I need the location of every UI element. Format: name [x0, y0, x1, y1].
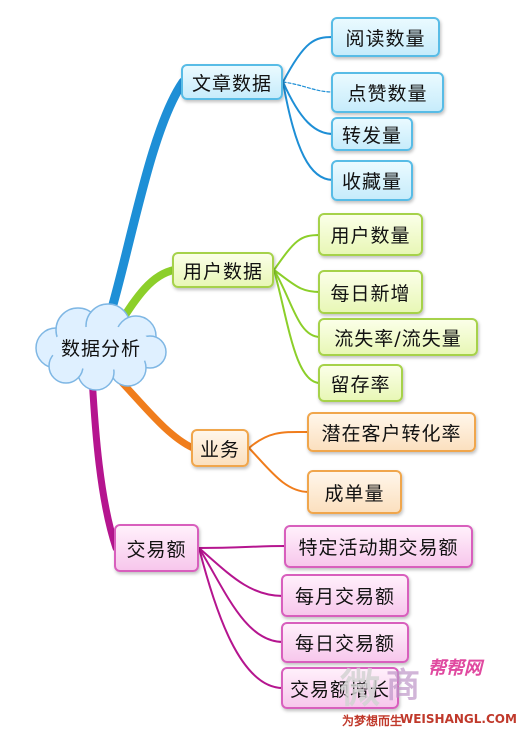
leaf-retention-rate: 留存率 — [318, 364, 403, 402]
branch-label: 用户数据 — [182, 260, 263, 283]
branch-label: 文章数据 — [191, 72, 272, 95]
leaf-share-count: 转发量 — [331, 117, 413, 151]
link-article-share — [282, 81, 334, 135]
link-article-like — [282, 81, 334, 93]
link-business-deal — [248, 447, 310, 493]
link-user-count — [273, 234, 321, 271]
link-business-conversion — [248, 430, 310, 449]
root-node-label: 数据分析 — [60, 337, 141, 360]
leaf-read-count: 阅读数量 — [331, 17, 440, 57]
watermark: 微 商 帮帮网 WEISHANGL.COM 为梦想而生 — [340, 650, 517, 732]
link-user-retention — [273, 269, 321, 384]
leaf-label: 收藏量 — [341, 171, 402, 193]
leaf-label: 交易额增长 — [289, 678, 390, 701]
branch-user-data: 用户数据 — [172, 252, 274, 288]
leaf-label: 流失率/流失量 — [334, 327, 462, 350]
leaf-label: 每月交易额 — [294, 586, 395, 608]
branch-transaction-amount: 交易额 — [114, 524, 199, 572]
leaf-label: 每日新增 — [330, 282, 411, 305]
link-article-favorite — [282, 81, 334, 181]
leaf-label: 每日交易额 — [294, 633, 395, 655]
branch-business: 业务 — [191, 429, 249, 467]
link-article-read — [282, 36, 334, 83]
leaf-label: 留存率 — [330, 373, 391, 396]
leaf-daily-new: 每日新增 — [318, 270, 423, 314]
leaf-label: 转发量 — [341, 124, 402, 147]
watermark-site-name: 帮帮网 — [428, 658, 482, 679]
leaf-favorite-count: 收藏量 — [331, 160, 413, 201]
watermark-glyph-1: 微 — [340, 666, 380, 712]
leaf-churn-rate: 流失率/流失量 — [318, 318, 478, 356]
watermark-slogan: 为梦想而生 — [342, 714, 403, 728]
leaf-user-count: 用户数量 — [318, 213, 423, 256]
leaf-label: 特定活动期交易额 — [298, 537, 459, 559]
branch-article-data: 文章数据 — [181, 64, 283, 100]
link-user-daily — [273, 269, 321, 293]
leaf-like-count: 点赞数量 — [331, 72, 444, 113]
link-transaction-growth — [198, 547, 284, 689]
watermark-url: WEISHANGL.COM — [400, 712, 517, 726]
link-root-article — [103, 77, 188, 327]
leaf-promo-transaction: 特定活动期交易额 — [284, 525, 473, 568]
link-transaction-promo — [198, 545, 287, 549]
root-cloud-shape — [35, 303, 167, 391]
leaf-deal-count: 成单量 — [307, 470, 402, 514]
leaf-label: 潜在客户转化率 — [321, 422, 462, 445]
branch-label: 业务 — [199, 438, 240, 461]
watermark-glyph-2: 商 — [386, 666, 420, 706]
link-root-transaction — [88, 372, 120, 552]
leaf-conversion-rate: 潜在客户转化率 — [307, 412, 476, 452]
leaf-label: 阅读数量 — [345, 27, 426, 50]
leaf-label: 用户数量 — [330, 225, 411, 247]
leaf-daily-transaction: 每日交易额 — [281, 622, 409, 663]
leaf-monthly-transaction: 每月交易额 — [281, 574, 409, 617]
leaf-label: 成单量 — [324, 482, 385, 505]
branch-label: 交易额 — [126, 538, 187, 561]
link-user-churn — [273, 269, 321, 338]
leaf-transaction-growth: 交易额增长 — [281, 667, 399, 709]
link-transaction-monthly — [198, 547, 284, 597]
link-transaction-daily — [198, 547, 284, 643]
leaf-label: 点赞数量 — [347, 83, 428, 105]
